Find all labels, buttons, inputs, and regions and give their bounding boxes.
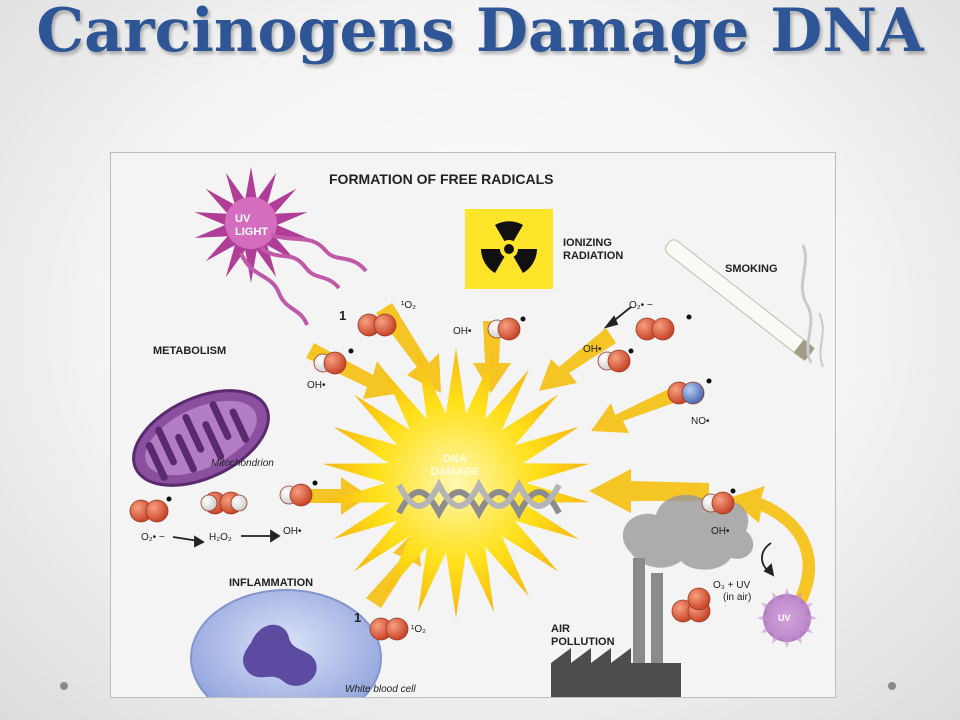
hydroxyl-air-o <box>711 491 735 515</box>
nitric-oxide-n <box>681 381 705 405</box>
superoxide-label-left: O₂• − <box>141 532 165 543</box>
smoking-label: SMOKING <box>725 263 778 275</box>
figure-graphics <box>129 167 824 697</box>
free-radicals-figure: FORMATION OF FREE RADICALS DNA DAMAGE UV… <box>110 152 836 698</box>
slide-title: Carcinogens Damage DNA <box>36 0 924 66</box>
radical-dot <box>166 496 172 502</box>
ozone-uv-label: O₃ + UV <box>713 580 751 591</box>
in-air-label: (in air) <box>723 592 752 603</box>
singlet-oxygen-number-bottom: 1 <box>354 610 362 625</box>
ozone-o3 <box>687 587 711 611</box>
radical-dot <box>520 316 526 322</box>
peroxide-h1 <box>200 494 218 512</box>
dna-damage-burst <box>322 348 590 618</box>
nitric-oxide-label: NO• <box>691 416 710 427</box>
arrow-smoking-2 <box>591 383 685 433</box>
radical-dot <box>706 378 712 384</box>
peroxide-h2 <box>230 494 248 512</box>
radical-dot <box>628 348 634 354</box>
arrow-ionizing <box>473 321 511 393</box>
molecules <box>129 313 736 641</box>
uv-small-label: UV <box>778 613 791 623</box>
white-blood-cell-icon <box>190 589 382 697</box>
arrow-air <box>729 486 816 613</box>
singlet-oxygen-label-bottom: ¹O₂ <box>411 624 426 635</box>
inflammation-label: INFLAMMATION <box>229 577 314 589</box>
cigarette-icon <box>664 239 824 368</box>
arrow-right <box>589 469 709 513</box>
hydroxyl-label-smoking: OH• <box>583 344 602 355</box>
peroxide-label: H₂O₂ <box>209 532 232 543</box>
singlet-oxygen-label-top: ¹O₂ <box>401 300 416 311</box>
hydroxyl-label-air: OH• <box>711 526 730 537</box>
dna-damage-label: DNA DAMAGE <box>430 453 480 478</box>
superoxide-label-smoking: O₂• − <box>629 300 653 311</box>
singlet-oxygen-bottom-o2 <box>385 617 409 641</box>
hydroxyl-uv-o <box>323 351 347 375</box>
superoxide-smoking-o2 <box>651 317 675 341</box>
reaction-arrows <box>172 306 775 577</box>
white-blood-cell-label: White blood cell <box>345 684 416 695</box>
radical-dot <box>312 480 318 486</box>
radical-dot <box>348 348 354 354</box>
singlet-oxygen-number-top: 1 <box>339 308 347 323</box>
uv-light-label: UV LIGHT <box>235 213 268 238</box>
hydroxyl-label-ionizing: OH• <box>453 326 472 337</box>
dna-helix-icon <box>396 478 562 520</box>
radiation-hazard-icon <box>465 209 553 289</box>
figure-heading: FORMATION OF FREE RADICALS <box>329 171 554 187</box>
hydroxyl-label-uv: OH• <box>307 380 326 391</box>
hydroxyl-left-o <box>289 483 313 507</box>
arrow-smoking-1 <box>539 328 616 391</box>
air-pollution-label: AIR POLLUTION <box>551 623 615 648</box>
arrows <box>306 303 816 613</box>
hydroxyl-ionizing-o <box>497 317 521 341</box>
uv-burst-icon <box>194 167 368 326</box>
superoxide-left-o2 <box>145 499 169 523</box>
nav-bullet-right <box>888 682 896 690</box>
hydroxyl-label-left: OH• <box>283 526 302 537</box>
mitochondrion-label: Mitochondrion <box>211 458 274 469</box>
radical-dot <box>686 314 692 320</box>
arrow-left <box>306 477 369 515</box>
ionizing-radiation-label: IONIZING RADIATION <box>563 237 624 262</box>
mitochondrion-icon <box>132 389 270 487</box>
radical-dot <box>730 488 736 494</box>
metabolism-label: METABOLISM <box>153 345 227 357</box>
uv-small-icon <box>757 588 817 648</box>
singlet-oxygen-top-o2 <box>373 313 397 337</box>
hydroxyl-smoking-o <box>607 349 631 373</box>
nav-bullet-left <box>60 682 68 690</box>
